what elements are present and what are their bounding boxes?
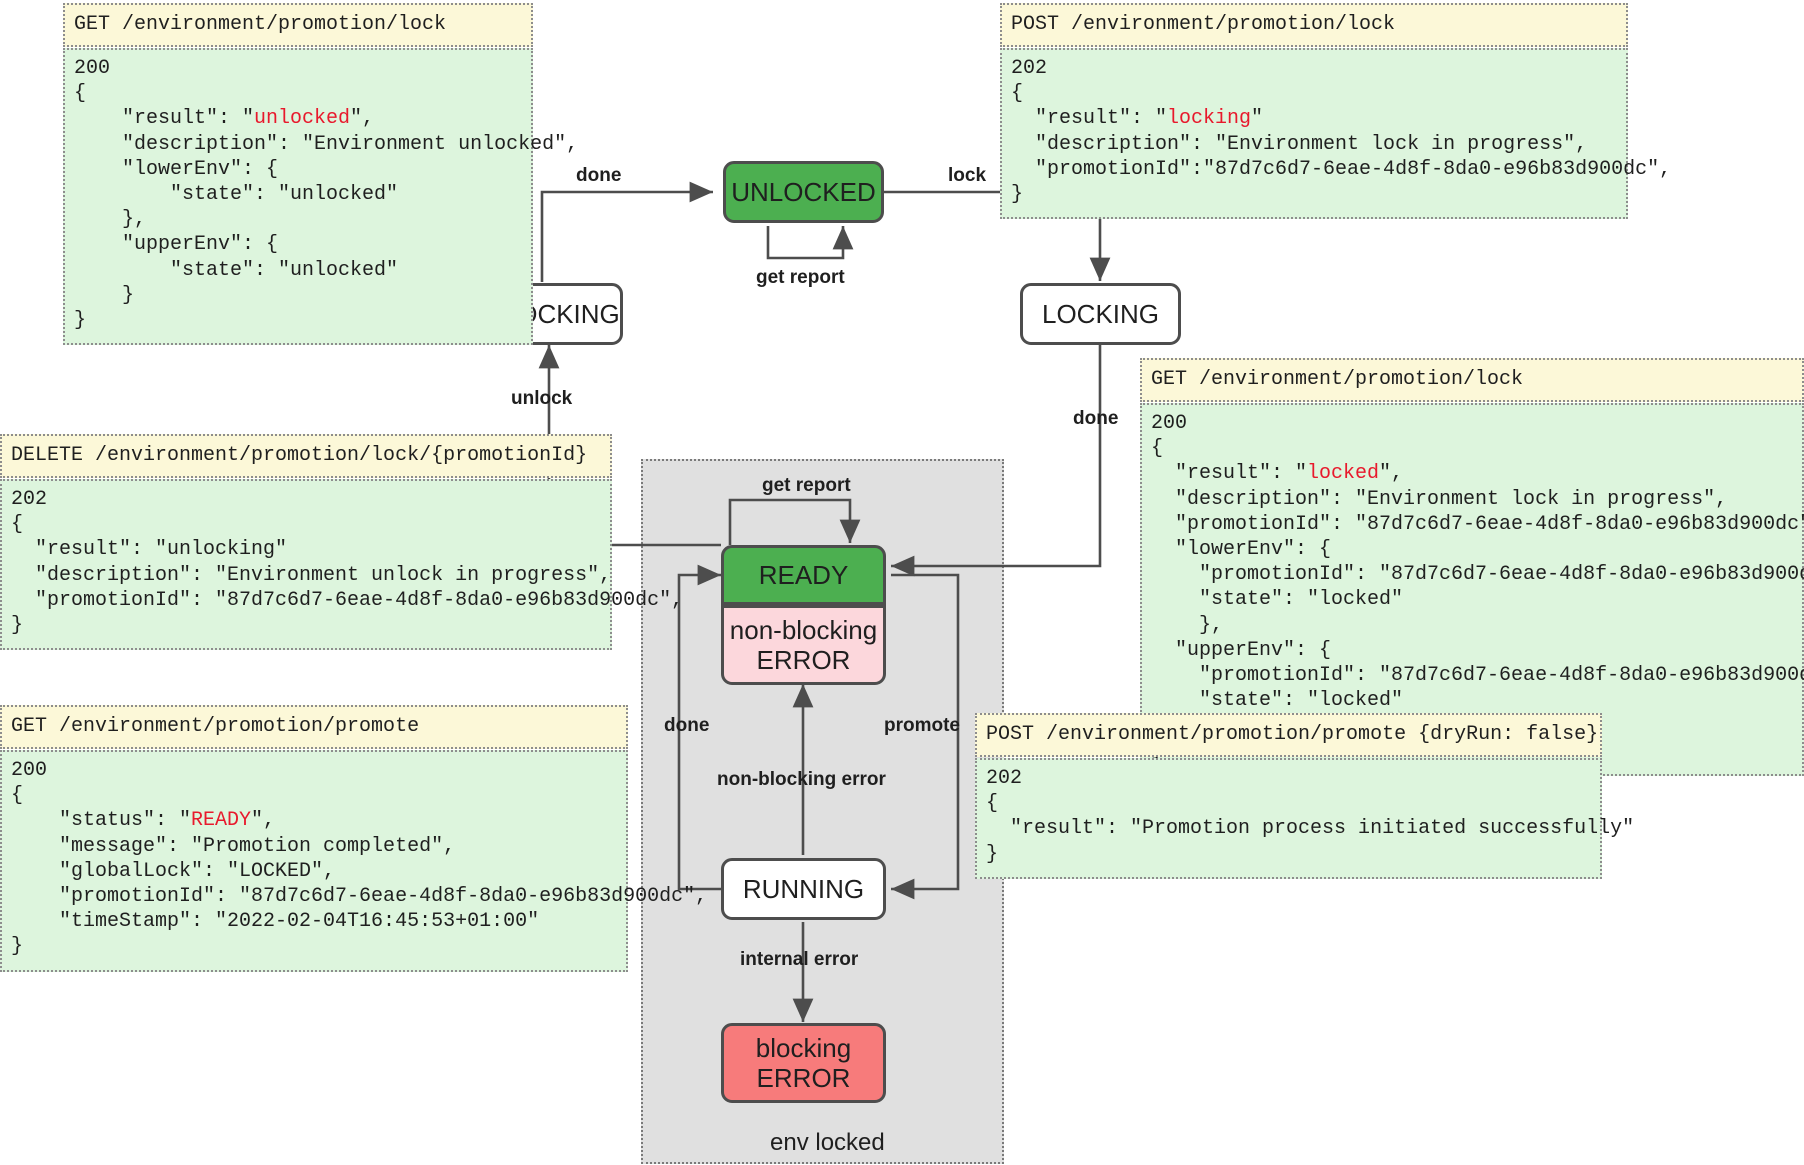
callout-delete-lock: DELETE /environment/promotion/lock/{prom… <box>0 434 612 478</box>
callout-get-lock-unlocked-title: GET /environment/promotion/lock <box>63 3 533 47</box>
callout-post-lock-title: POST /environment/promotion/lock <box>1000 3 1628 47</box>
edge-label-get-report-ready: get report <box>762 475 851 496</box>
callout-post-lock-body: 202 { "result": "locking" "description":… <box>1000 48 1671 220</box>
blocking-error-line-2: ERROR <box>756 1063 851 1093</box>
callout-get-lock-locked-title: GET /environment/promotion/lock <box>1140 358 1804 402</box>
blocking-error-line-1: blocking <box>755 1032 852 1063</box>
callout-delete-lock-title: DELETE /environment/promotion/lock/{prom… <box>0 434 612 478</box>
edge-label-promote: promote <box>884 715 960 736</box>
edge-label-done-running-ready: done <box>664 715 710 736</box>
edge-label-get-report-unlocked: get report <box>756 267 845 288</box>
non-blocking-error-line-2: ERROR <box>756 645 851 675</box>
edge-label-unlock: unlock <box>511 388 573 409</box>
edge-label-non-blocking-error: non-blocking error <box>717 769 886 790</box>
state-node-locking[interactable]: LOCKING <box>1020 283 1181 345</box>
highlighted-value: locked <box>1307 462 1380 486</box>
callout-get-promote-response: 200 { "status": "READY", "message": "Pro… <box>0 750 707 972</box>
callout-get-lock-locked-body: 200 { "result": "locked", "description":… <box>1140 403 1804 776</box>
edge-label-lock: lock <box>948 165 987 186</box>
highlighted-value: READY <box>191 809 252 833</box>
edge-label-done-unlocking-unlocked: done <box>576 165 622 186</box>
callout-post-promote-title: POST /environment/promotion/promote {dry… <box>975 713 1602 757</box>
callout-post-lock: POST /environment/promotion/lock <box>1000 3 1628 47</box>
callout-get-lock-unlocked-response: 200 { "result": "unlocked", "description… <box>63 48 578 346</box>
callout-post-promote: POST /environment/promotion/promote {dry… <box>975 713 1602 757</box>
edge-label-done-locking-ready: done <box>1073 408 1119 429</box>
callout-get-lock-unlocked: GET /environment/promotion/lock <box>63 3 533 47</box>
edge-label-internal-error: internal error <box>740 949 859 970</box>
callout-get-promote-body: 200 { "status": "READY", "message": "Pro… <box>0 750 707 972</box>
callout-post-promote-body: 202 { "result": "Promotion process initi… <box>975 758 1634 879</box>
state-node-ready[interactable]: READY <box>721 545 886 605</box>
state-node-running[interactable]: RUNNING <box>721 858 886 920</box>
callout-post-lock-response: 202 { "result": "locking" "description":… <box>1000 48 1671 220</box>
callout-get-promote: GET /environment/promotion/promote <box>0 705 628 749</box>
callout-get-lock-locked-response: 200 { "result": "locked", "description":… <box>1140 403 1804 776</box>
env-locked-group-label: env locked <box>770 1129 885 1156</box>
callout-get-lock-locked: GET /environment/promotion/lock <box>1140 358 1804 402</box>
callout-post-promote-response: 202 { "result": "Promotion process initi… <box>975 758 1634 879</box>
state-node-unlocked[interactable]: UNLOCKED <box>723 161 884 223</box>
callout-get-lock-unlocked-body: 200 { "result": "unlocked", "description… <box>63 48 578 346</box>
state-node-non-blocking-error[interactable]: non-blocking ERROR <box>721 605 886 685</box>
highlighted-value: unlocked <box>254 107 351 131</box>
callout-delete-lock-response: 202 { "result": "unlocking" "description… <box>0 479 683 651</box>
highlighted-value: locking <box>1167 107 1252 131</box>
callout-get-promote-title: GET /environment/promotion/promote <box>0 705 628 749</box>
callout-delete-lock-body: 202 { "result": "unlocking" "description… <box>0 479 683 651</box>
non-blocking-error-line-1: non-blocking <box>729 614 878 645</box>
state-node-blocking-error[interactable]: blocking ERROR <box>721 1023 886 1103</box>
